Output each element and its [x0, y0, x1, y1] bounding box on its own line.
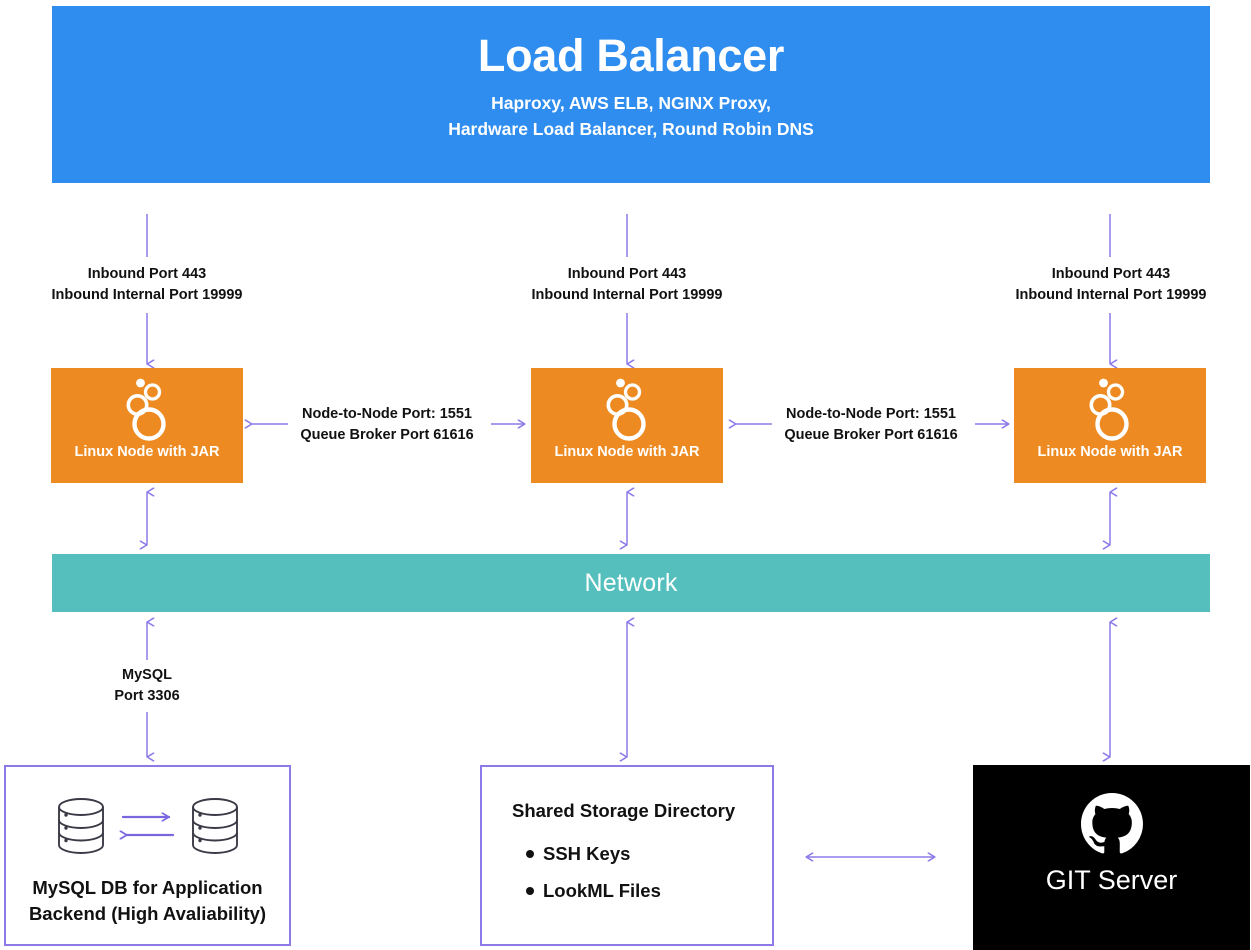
- load-balancer-subtitle: Haproxy, AWS ELB, NGINX Proxy, Hardware …: [448, 91, 814, 142]
- mysql-database-caption: MySQL DB for Application Backend (High A…: [6, 875, 289, 926]
- network-bar: Network: [52, 554, 1210, 612]
- linux-node-center[interactable]: Linux Node with JAR: [531, 368, 723, 483]
- mysql-database-box: MySQL DB for Application Backend (High A…: [4, 765, 291, 946]
- database-replication-group: [6, 795, 289, 857]
- node-to-node-label-right-line2: Queue Broker Port 61616: [784, 426, 958, 443]
- database-cylinder-icon: [57, 798, 104, 854]
- node-to-node-label-right-line1: Node-to-Node Port: 1551: [786, 406, 956, 422]
- inbound-label-center-line2: Inbound Internal Port 19999: [531, 286, 723, 303]
- inbound-label-right-line1: Inbound Port 443: [1051, 266, 1171, 282]
- network-label: Network: [584, 568, 678, 597]
- linux-node-center-label: Linux Node with JAR: [554, 444, 700, 460]
- inbound-label-left-line2: Inbound Internal Port 19999: [51, 286, 243, 303]
- mysql-connection-label: MySQL Port 3306: [86, 665, 208, 706]
- node-to-node-label-right: Node-to-Node Port: 1551 Queue Broker Por…: [756, 404, 986, 445]
- database-replication-arrows: [119, 800, 174, 852]
- linux-node-right[interactable]: Linux Node with JAR: [1014, 368, 1206, 483]
- git-server-box[interactable]: GIT Server: [973, 765, 1250, 950]
- linux-node-left-label: Linux Node with JAR: [74, 444, 220, 460]
- shared-storage-box: Shared Storage Directory SSH Keys LookML…: [480, 765, 774, 946]
- inbound-label-center: Inbound Port 443 Inbound Internal Port 1…: [487, 264, 767, 305]
- node-to-node-label-left: Node-to-Node Port: 1551 Queue Broker Por…: [272, 404, 502, 445]
- mysql-connection-label-line2: Port 3306: [114, 687, 180, 704]
- node-to-node-label-left-line1: Node-to-Node Port: 1551: [302, 406, 472, 422]
- inbound-label-right: Inbound Port 443 Inbound Internal Port 1…: [971, 264, 1251, 305]
- shared-storage-item-label: SSH Keys: [543, 843, 631, 864]
- database-cylinder-icon: [191, 798, 238, 854]
- linux-node-left[interactable]: Linux Node with JAR: [51, 368, 243, 483]
- bullet-icon: [526, 886, 534, 895]
- list-item: LookML Files: [526, 879, 661, 901]
- linux-node-right-label: Linux Node with JAR: [1037, 444, 1183, 460]
- looker-logo-icon: [606, 378, 646, 441]
- git-server-label: GIT Server: [1045, 865, 1178, 895]
- inbound-label-right-line2: Inbound Internal Port 19999: [1015, 286, 1207, 303]
- load-balancer-title: Load Balancer: [477, 30, 785, 81]
- load-balancer-subtitle-line2: Hardware Load Balancer, Round Robin DNS: [448, 118, 814, 139]
- mysql-connection-label-line1: MySQL: [122, 667, 172, 683]
- load-balancer-subtitle-line1: Haproxy, AWS ELB, NGINX Proxy,: [491, 93, 771, 114]
- shared-storage-title: Shared Storage Directory: [512, 800, 736, 821]
- load-balancer-banner: Load Balancer Haproxy, AWS ELB, NGINX Pr…: [52, 6, 1210, 183]
- looker-logo-icon: [126, 378, 166, 441]
- node-to-node-label-left-line2: Queue Broker Port 61616: [300, 426, 474, 443]
- shared-storage-item-label: LookML Files: [543, 879, 661, 901]
- github-octocat-icon: [1080, 793, 1143, 854]
- mysql-database-caption-line1: MySQL DB for Application: [32, 877, 263, 898]
- inbound-label-left-line1: Inbound Port 443: [87, 266, 207, 282]
- shared-storage-list: SSH Keys LookML Files: [526, 843, 661, 918]
- bullet-icon: [526, 850, 534, 859]
- inbound-label-left: Inbound Port 443 Inbound Internal Port 1…: [7, 264, 287, 305]
- list-item: SSH Keys: [526, 843, 661, 864]
- looker-logo-icon: [1089, 378, 1129, 441]
- mysql-database-caption-line2: Backend (High Avaliability): [28, 902, 267, 924]
- inbound-label-center-line1: Inbound Port 443: [567, 266, 687, 282]
